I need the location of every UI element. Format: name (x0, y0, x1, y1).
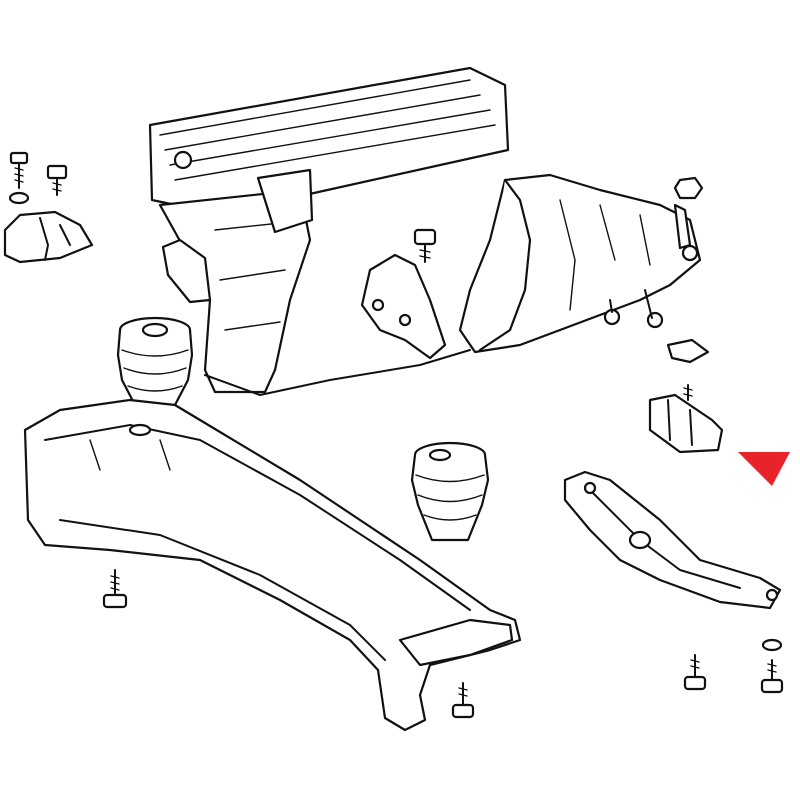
engine-mount-left (116, 316, 194, 436)
engine-block (148, 66, 510, 396)
front-subframe (23, 398, 522, 732)
bolt-crossmember-1 (683, 654, 707, 691)
red-arrow-pointer-icon (738, 452, 790, 486)
transmission-mount (648, 384, 724, 454)
clip-nut (666, 338, 710, 364)
engine-mount-center (410, 441, 490, 542)
bolt-center (413, 228, 437, 263)
bolt-subframe-left (102, 569, 128, 609)
engine-side-bracket (360, 253, 447, 360)
bolt-subframe-bottom (451, 682, 475, 719)
bolt-upper-left-1 (8, 151, 30, 205)
nut-upper-right (673, 176, 704, 200)
transmission (458, 173, 702, 354)
mount-bracket-left (3, 210, 94, 264)
transmission-crossmember (563, 470, 782, 610)
bolt-crossmember-2 (760, 638, 784, 694)
bolt-upper-left-2 (46, 164, 68, 196)
